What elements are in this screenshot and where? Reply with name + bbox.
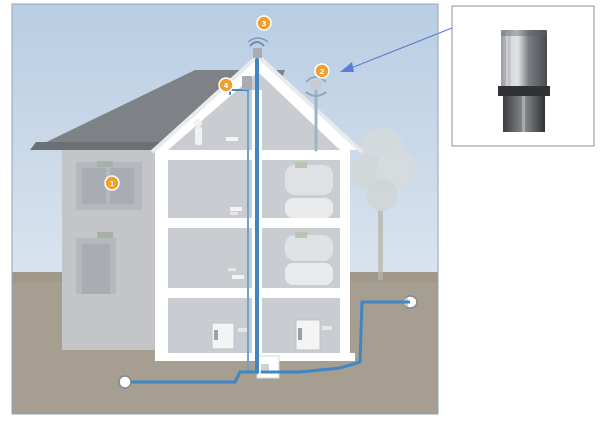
person-figure — [194, 119, 202, 145]
scene-panel: 1 2 3 4 — [12, 4, 438, 414]
boiler-unit-icon — [211, 319, 332, 351]
callout-arrow — [340, 27, 453, 72]
outdoor-inlet-icon — [118, 295, 418, 389]
radiator-icon — [226, 137, 244, 279]
svg-text:1: 1 — [110, 180, 115, 188]
scene-frame — [11, 3, 439, 415]
balconies — [285, 162, 333, 285]
svg-text:3: 3 — [262, 20, 267, 28]
svg-text:4: 4 — [224, 82, 229, 90]
roof-top-marker: 3 — [256, 15, 272, 31]
vent-cap-detail-icon — [498, 30, 550, 132]
attic-marker: 4 — [218, 77, 234, 93]
tree-icon — [350, 128, 416, 280]
svg-text:2: 2 — [320, 68, 325, 76]
wall-outlet-marker: 1 — [104, 175, 120, 191]
vent-cap-icon — [242, 37, 327, 97]
roof-vent-marker: 2 — [314, 63, 330, 79]
detail-callout — [451, 5, 595, 147]
